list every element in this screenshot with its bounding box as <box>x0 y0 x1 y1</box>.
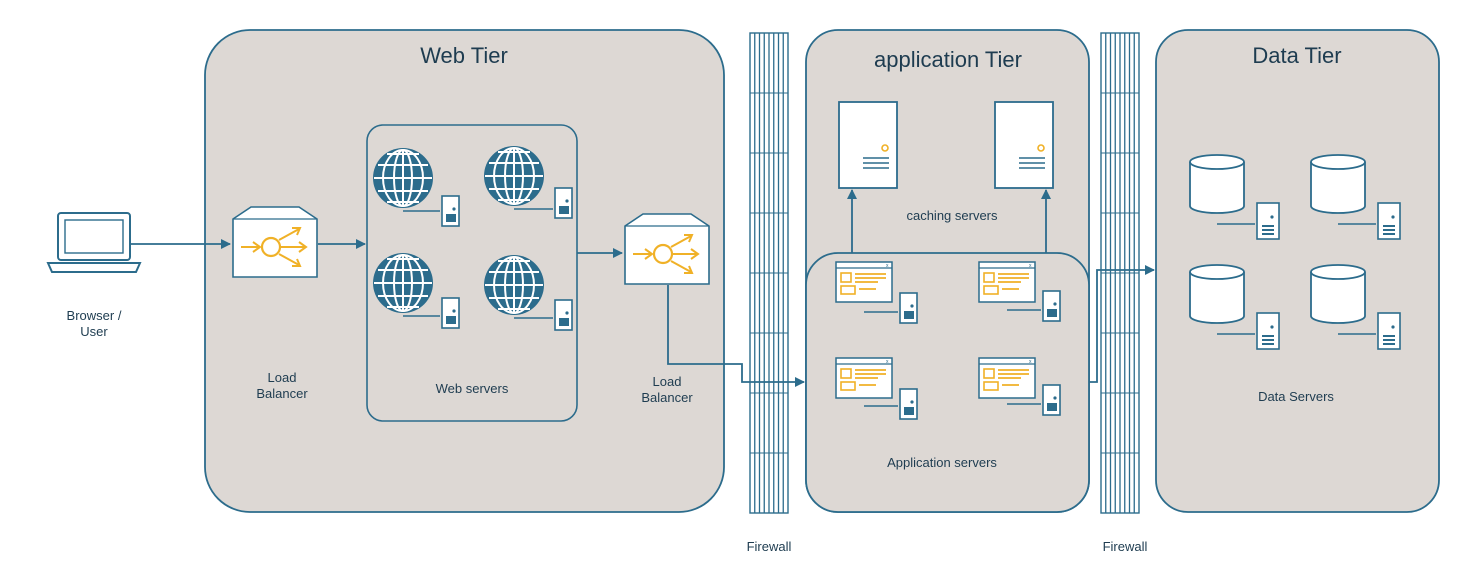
server-tower-icon <box>994 101 1054 189</box>
load-balancer-label: Load Balancer <box>641 374 693 406</box>
database-icon <box>1189 154 1245 214</box>
app-server-node <box>835 357 918 420</box>
server-icon <box>1042 290 1061 322</box>
db-server-icon <box>1377 202 1401 240</box>
globe-icon <box>372 147 434 209</box>
database-icon <box>1189 264 1245 324</box>
laptop-icon <box>46 212 142 273</box>
load-balancer-label: Load Balancer <box>256 370 308 402</box>
firewall-label: Firewall <box>1102 539 1148 554</box>
load-balancer-icon <box>231 205 319 279</box>
caching-servers-label: caching servers <box>906 208 998 223</box>
data-tier-box <box>1155 29 1440 513</box>
server-icon <box>899 388 918 420</box>
web-server-node <box>483 145 573 219</box>
firewall-icon <box>749 32 789 514</box>
app-window-icon <box>978 357 1036 399</box>
web-server-node <box>372 252 460 329</box>
app-window-icon <box>978 261 1036 303</box>
db-server-icon <box>1377 312 1401 350</box>
web-server-node <box>372 147 460 227</box>
app-server-node <box>978 357 1061 416</box>
globe-icon <box>483 254 545 316</box>
globe-icon <box>372 252 434 314</box>
firewall-icon <box>1100 32 1140 514</box>
database-icon <box>1310 264 1366 324</box>
database-icon <box>1310 154 1366 214</box>
server-icon <box>441 195 460 227</box>
server-icon <box>441 297 460 329</box>
application-tier-title: application Tier <box>874 47 1022 72</box>
load-balancer-icon <box>623 212 711 286</box>
db-server-icon <box>1256 202 1280 240</box>
server-icon <box>899 292 918 324</box>
db-server-node <box>1310 264 1401 350</box>
db-server-node <box>1310 154 1401 240</box>
db-server-node <box>1189 154 1280 240</box>
connectors <box>131 189 1155 387</box>
server-icon <box>1042 384 1061 416</box>
data-servers-label: Data Servers <box>1258 389 1334 404</box>
arrow-app-to-data <box>1089 265 1155 383</box>
application-servers-label: Application servers <box>887 455 997 470</box>
globe-icon <box>483 145 545 207</box>
db-server-icon <box>1256 312 1280 350</box>
app-server-node <box>835 261 918 324</box>
app-window-icon <box>835 357 893 399</box>
server-icon <box>554 299 573 331</box>
firewall-label: Firewall <box>746 539 792 554</box>
browser-user-label: Browser / User <box>66 308 122 340</box>
data-tier-title: Data Tier <box>1252 43 1342 68</box>
db-server-node <box>1189 264 1280 350</box>
web-servers-label: Web servers <box>435 381 509 396</box>
app-window-icon <box>835 261 893 303</box>
web-server-node <box>483 254 573 331</box>
arrow-lb-to-app <box>667 285 805 387</box>
server-tower-icon <box>838 101 898 189</box>
web-tier-title: Web Tier <box>420 43 508 68</box>
app-server-node <box>978 261 1061 322</box>
server-icon <box>554 187 573 219</box>
